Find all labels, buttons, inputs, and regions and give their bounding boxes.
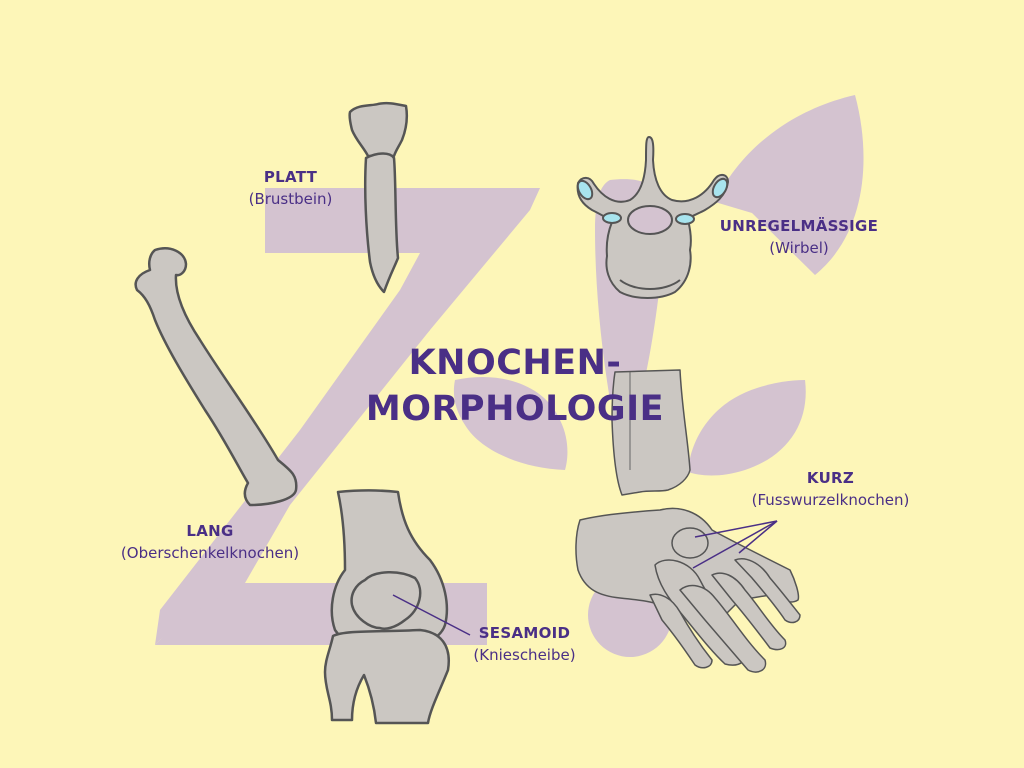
label-long-bone: LANG (Oberschenkelknochen) — [95, 520, 325, 564]
petal-decoration-top — [715, 95, 864, 275]
short-bone-pointer-lines — [692, 520, 778, 569]
vertebra-bone-icon — [576, 136, 729, 299]
title-line-2: MORPHOLOGIE — [365, 389, 665, 429]
page-title: KNOCHEN- MORPHOLOGIE — [360, 340, 670, 432]
label-flat-type: PLATT — [263, 168, 318, 186]
label-short-type: KURZ — [806, 469, 855, 487]
knee-joint-icon — [323, 489, 471, 725]
label-irregular-bone: UNREGELMÄSSIGE (Wirbel) — [704, 215, 894, 259]
label-long-example: (Oberschenkelknochen) — [120, 544, 300, 562]
sternum-bone-icon — [348, 101, 409, 294]
petal-decoration-right — [688, 380, 806, 476]
petal-decoration-left — [453, 376, 568, 470]
label-long-type: LANG — [186, 522, 234, 540]
label-short-example: (Fusswurzelknochen) — [751, 491, 910, 509]
label-sesamoid-type: SESAMOID — [478, 624, 571, 642]
label-irregular-example: (Wirbel) — [769, 239, 829, 257]
sesamoid-pointer-line — [392, 594, 471, 636]
foot-skeleton-icon — [575, 369, 801, 673]
label-short-bone: KURZ (Fusswurzelknochen) — [728, 467, 933, 511]
femur-bone-icon — [134, 247, 298, 507]
title-line-1: KNOCHEN- — [408, 343, 622, 383]
label-irregular-type: UNREGELMÄSSIGE — [719, 217, 879, 235]
label-sesamoid-example: (Kniescheibe) — [473, 646, 576, 664]
label-flat-bone: PLATT (Brustbein) — [228, 166, 353, 210]
label-flat-example: (Brustbein) — [248, 190, 333, 208]
label-sesamoid-bone: SESAMOID (Kniescheibe) — [452, 622, 597, 666]
